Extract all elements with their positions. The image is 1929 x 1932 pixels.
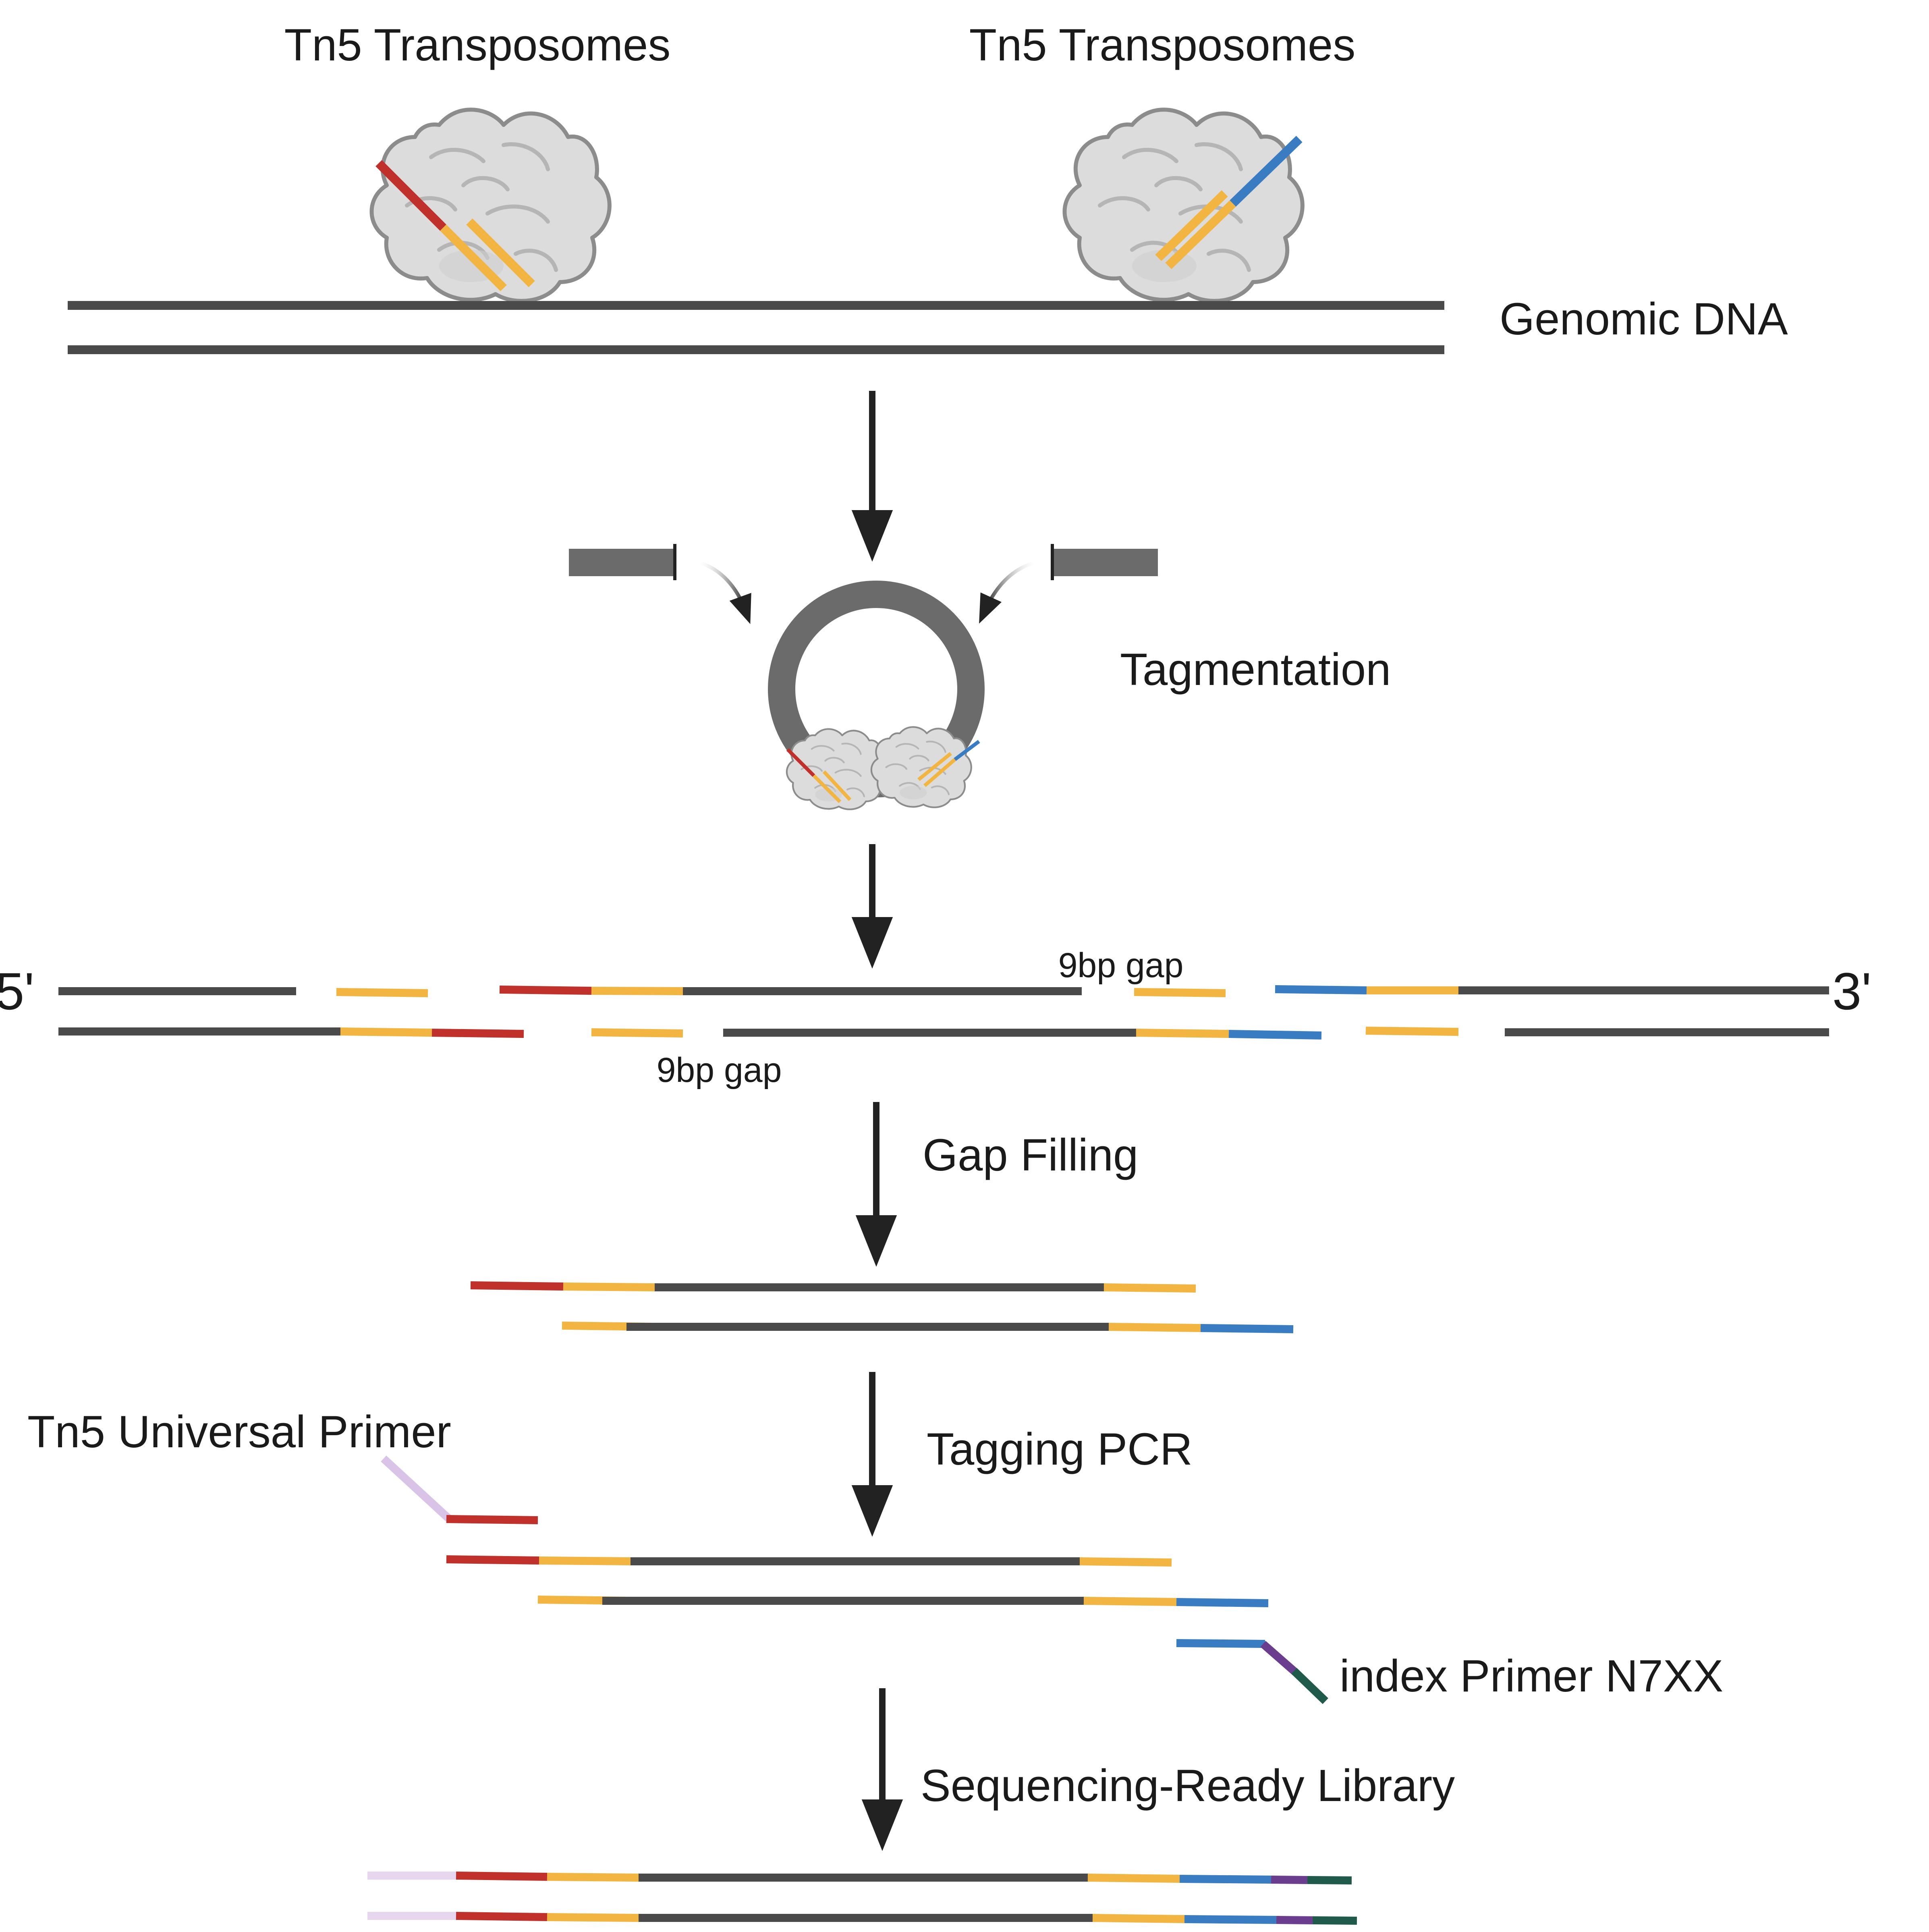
index-primer-label: index Primer N7XX [1340,1651,1723,1701]
index-primer [1176,1639,1328,1704]
three-prime-label: 3' [1832,962,1871,1021]
dna-fragment-right [1051,544,1158,580]
transposome-label-left: Tn5 Transposomes [284,20,671,70]
transposome-adapter-right [1155,136,1303,269]
curved-arrow-icon [979,560,1038,624]
pcr-template [446,1555,1269,1607]
genomic-dna-label: Genomic DNA [1500,294,1788,344]
tagging-pcr-label: Tagging PCR [927,1424,1193,1474]
universal-primer-label: Tn5 Universal Primer [27,1407,451,1457]
tagmented-bottom-strand [58,1027,1829,1040]
universal-primer [381,1455,538,1524]
tagmentation-label: Tagmentation [1120,644,1391,695]
five-prime-label: 5' [0,962,34,1021]
tagmented-top-strand [58,985,1829,997]
gap-filling-label: Gap Filling [923,1130,1138,1180]
curved-arrow-icon [696,560,751,624]
sequencing-library [367,1872,1357,1925]
transposome-adapter-left [375,160,535,291]
gap-filled-fragment [470,1281,1294,1333]
dna-fragment-left [569,544,676,580]
transposome-label-right: Tn5 Transposomes [969,20,1356,70]
gap-label-bottom: 9bp gap [657,1051,782,1089]
tn5-protein-icon [1065,110,1303,301]
library-label: Sequencing-Ready Library [921,1760,1455,1811]
genomic-dna [68,301,1444,354]
tn5-protein-icon [871,727,971,807]
tagmentation-adapters [786,740,980,803]
gap-label-top: 9bp gap [1058,946,1184,985]
